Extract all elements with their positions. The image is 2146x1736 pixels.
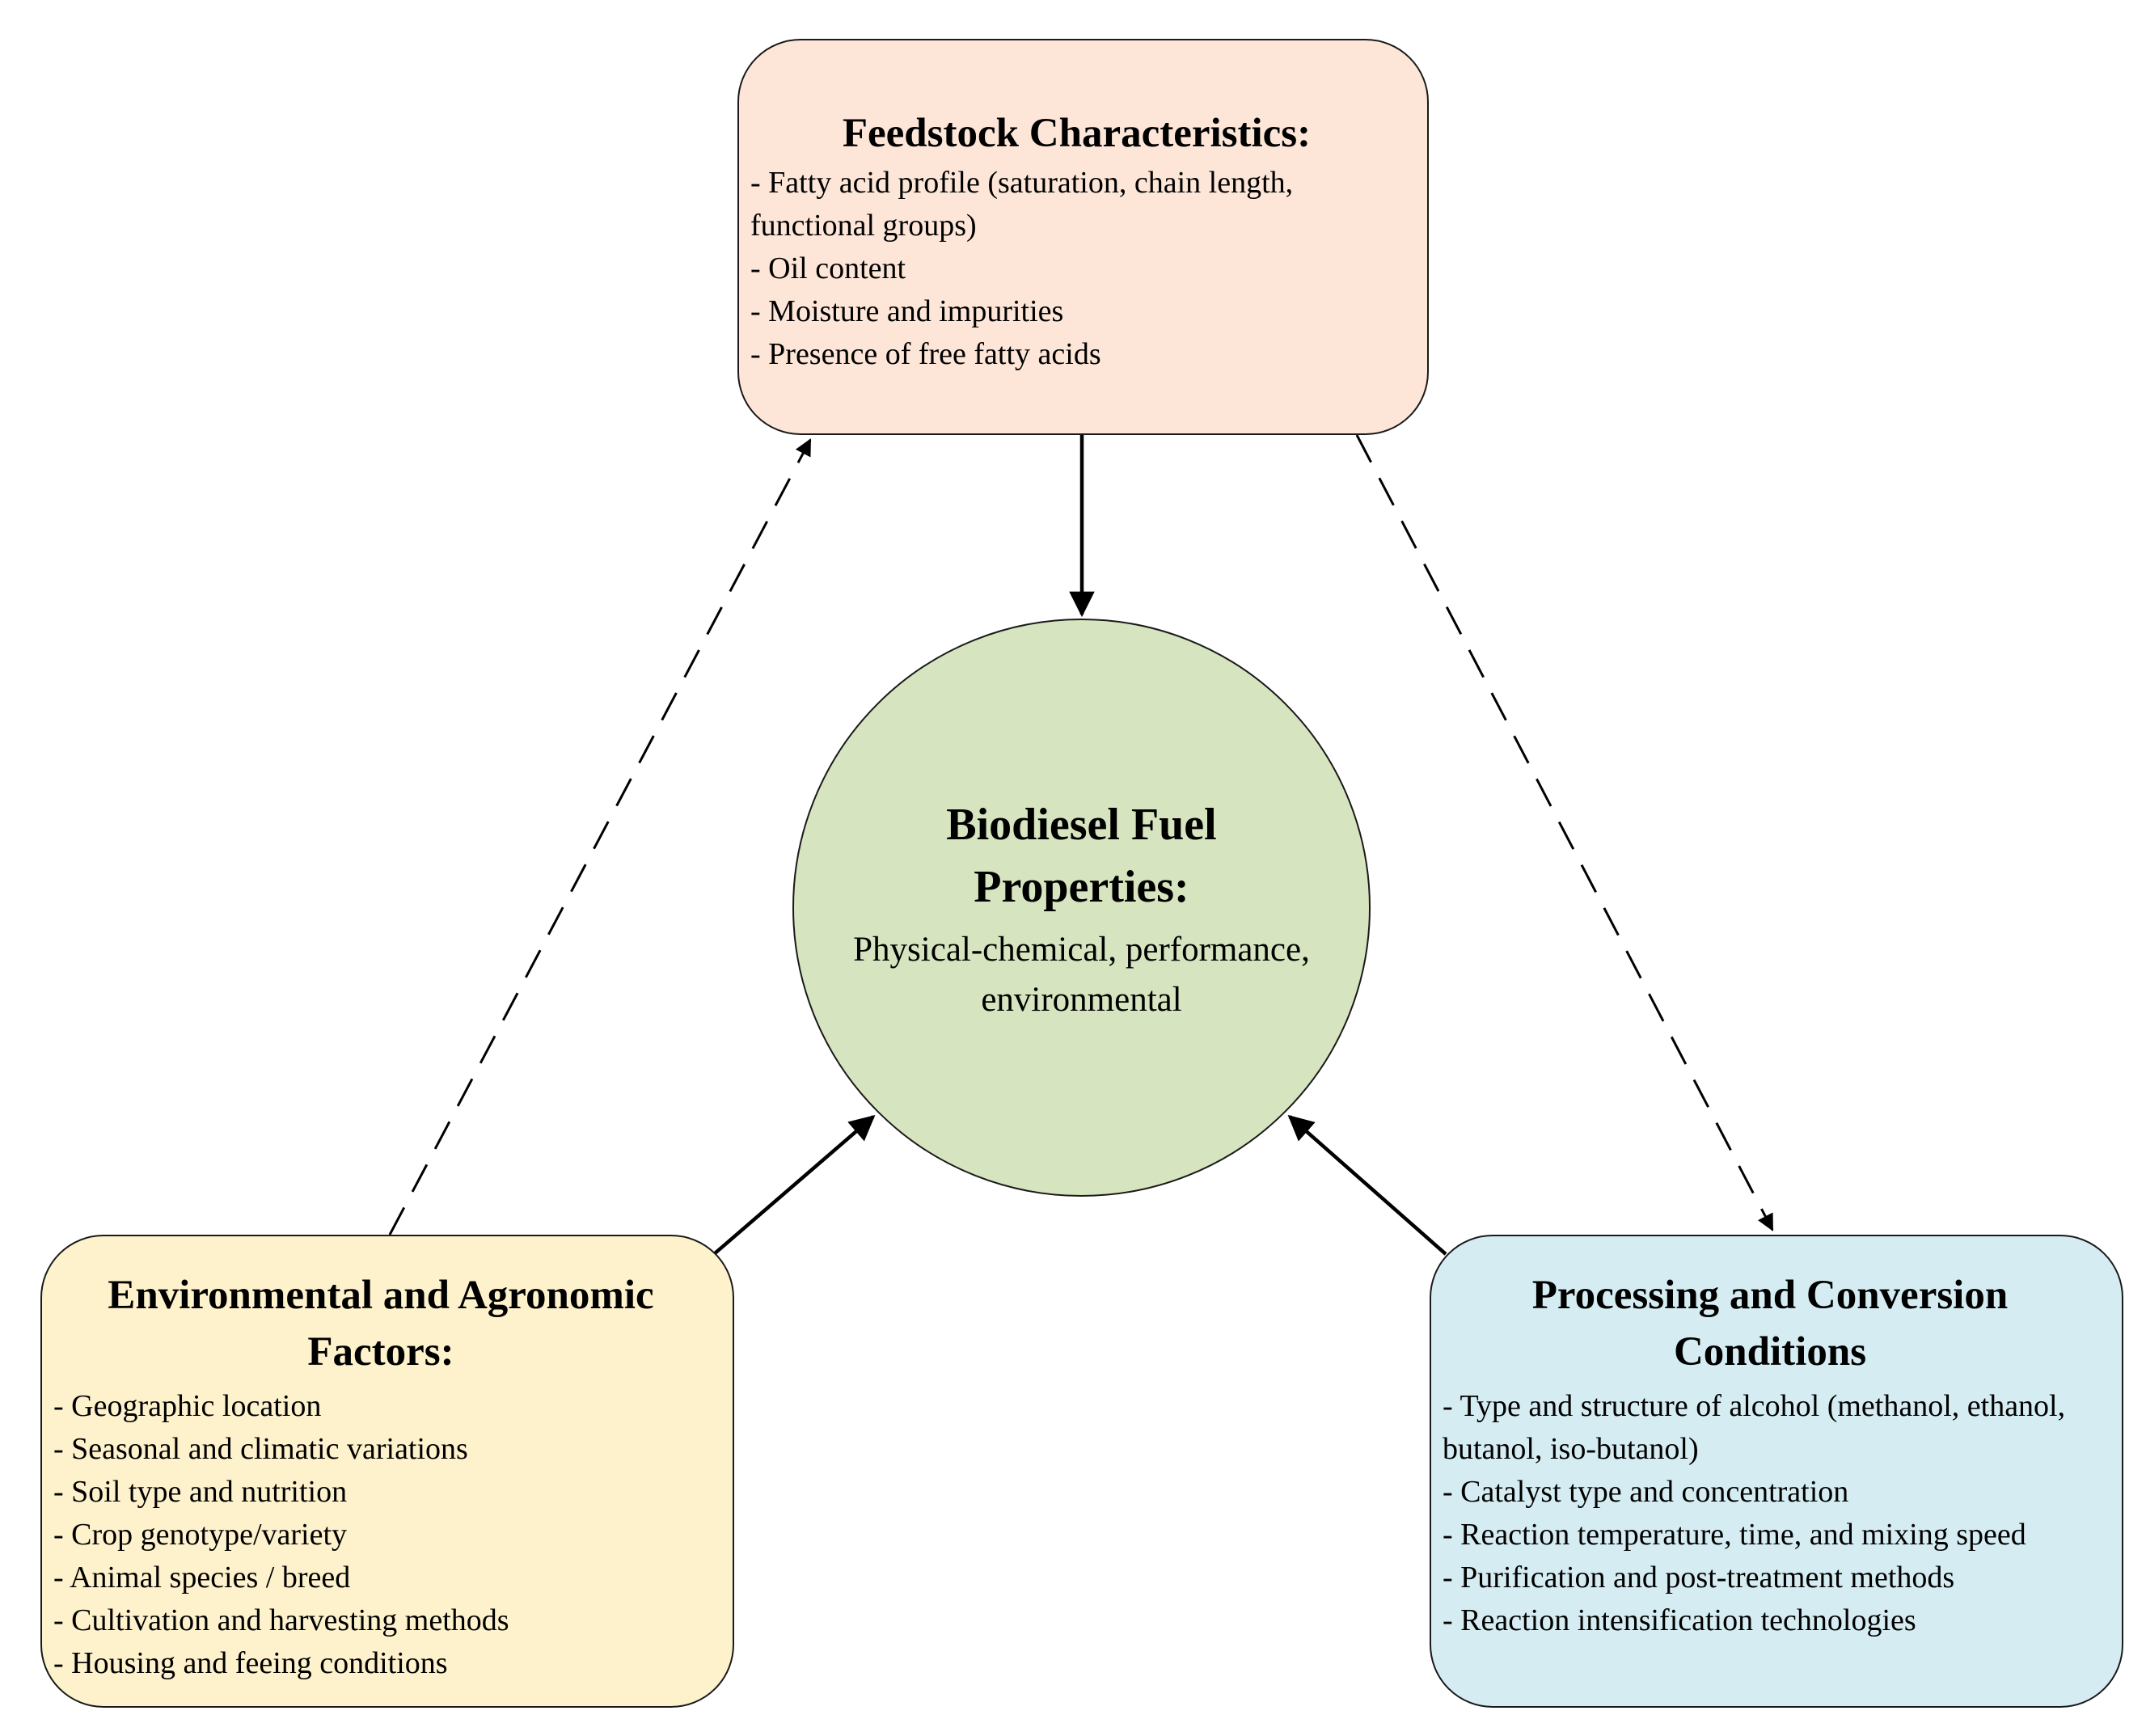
list-item: - Presence of free fatty acids [750,337,1101,371]
feedstock-title: Feedstock Characteristics: [842,111,1312,156]
list-item: - Reaction temperature, time, and mixing… [1443,1518,2026,1552]
list-item: - Moisture and impurities [750,294,1064,328]
list-item: - Housing and feeing conditions [53,1646,448,1680]
environmental-agronomic-factors-box: Environmental and Agronomic Factors: - G… [40,1235,734,1708]
list-item: - Catalyst type and concentration [1443,1475,1849,1509]
arrow-processing-to-center [1287,1114,1447,1256]
list-item: - Fatty acid profile (saturation, chain … [750,166,1294,243]
center-title: Biodiesel Fuel Properties: [946,800,1217,912]
center-subtitle: Physical-chemical, performance, environm… [853,931,1310,1019]
environmental-title: Environmental and Agronomic Factors: [108,1273,654,1375]
list-item: - Oil content [750,251,906,285]
list-item: - Cultivation and harvesting methods [53,1603,509,1637]
list-item: - Soil type and nutrition [53,1475,348,1509]
list-item: - Geographic location [53,1389,322,1423]
dashed-arrow-feedstock-to-processing [1355,434,1774,1231]
feedstock-characteristics-box: Feedstock Characteristics: - Fatty acid … [737,39,1429,435]
list-item: - Crop genotype/variety [53,1518,348,1552]
list-item: - Purification and post-treatment method… [1443,1561,1955,1595]
biodiesel-fuel-properties-circle: Biodiesel Fuel Properties: Physical-chem… [792,619,1371,1197]
list-item: - Type and structure of alcohol (methano… [1443,1389,2066,1466]
processing-list: - Type and structure of alcohol (methano… [1443,1385,2097,1642]
processing-conversion-conditions-box: Processing and Conversion Conditions - T… [1430,1235,2123,1708]
processing-title: Processing and Conversion Conditions [1531,1273,2009,1375]
arrow-environmental-to-center [712,1114,876,1256]
list-item: - Reaction intensification technologies [1443,1603,1916,1637]
list-item: - Animal species / breed [53,1561,351,1595]
feedstock-list: - Fatty acid profile (saturation, chain … [750,162,1403,376]
list-item: - Seasonal and climatic variations [53,1432,468,1466]
environmental-list: - Geographic location - Seasonal and cli… [53,1385,708,1685]
dashed-arrow-environmental-to-feedstock [388,438,812,1235]
